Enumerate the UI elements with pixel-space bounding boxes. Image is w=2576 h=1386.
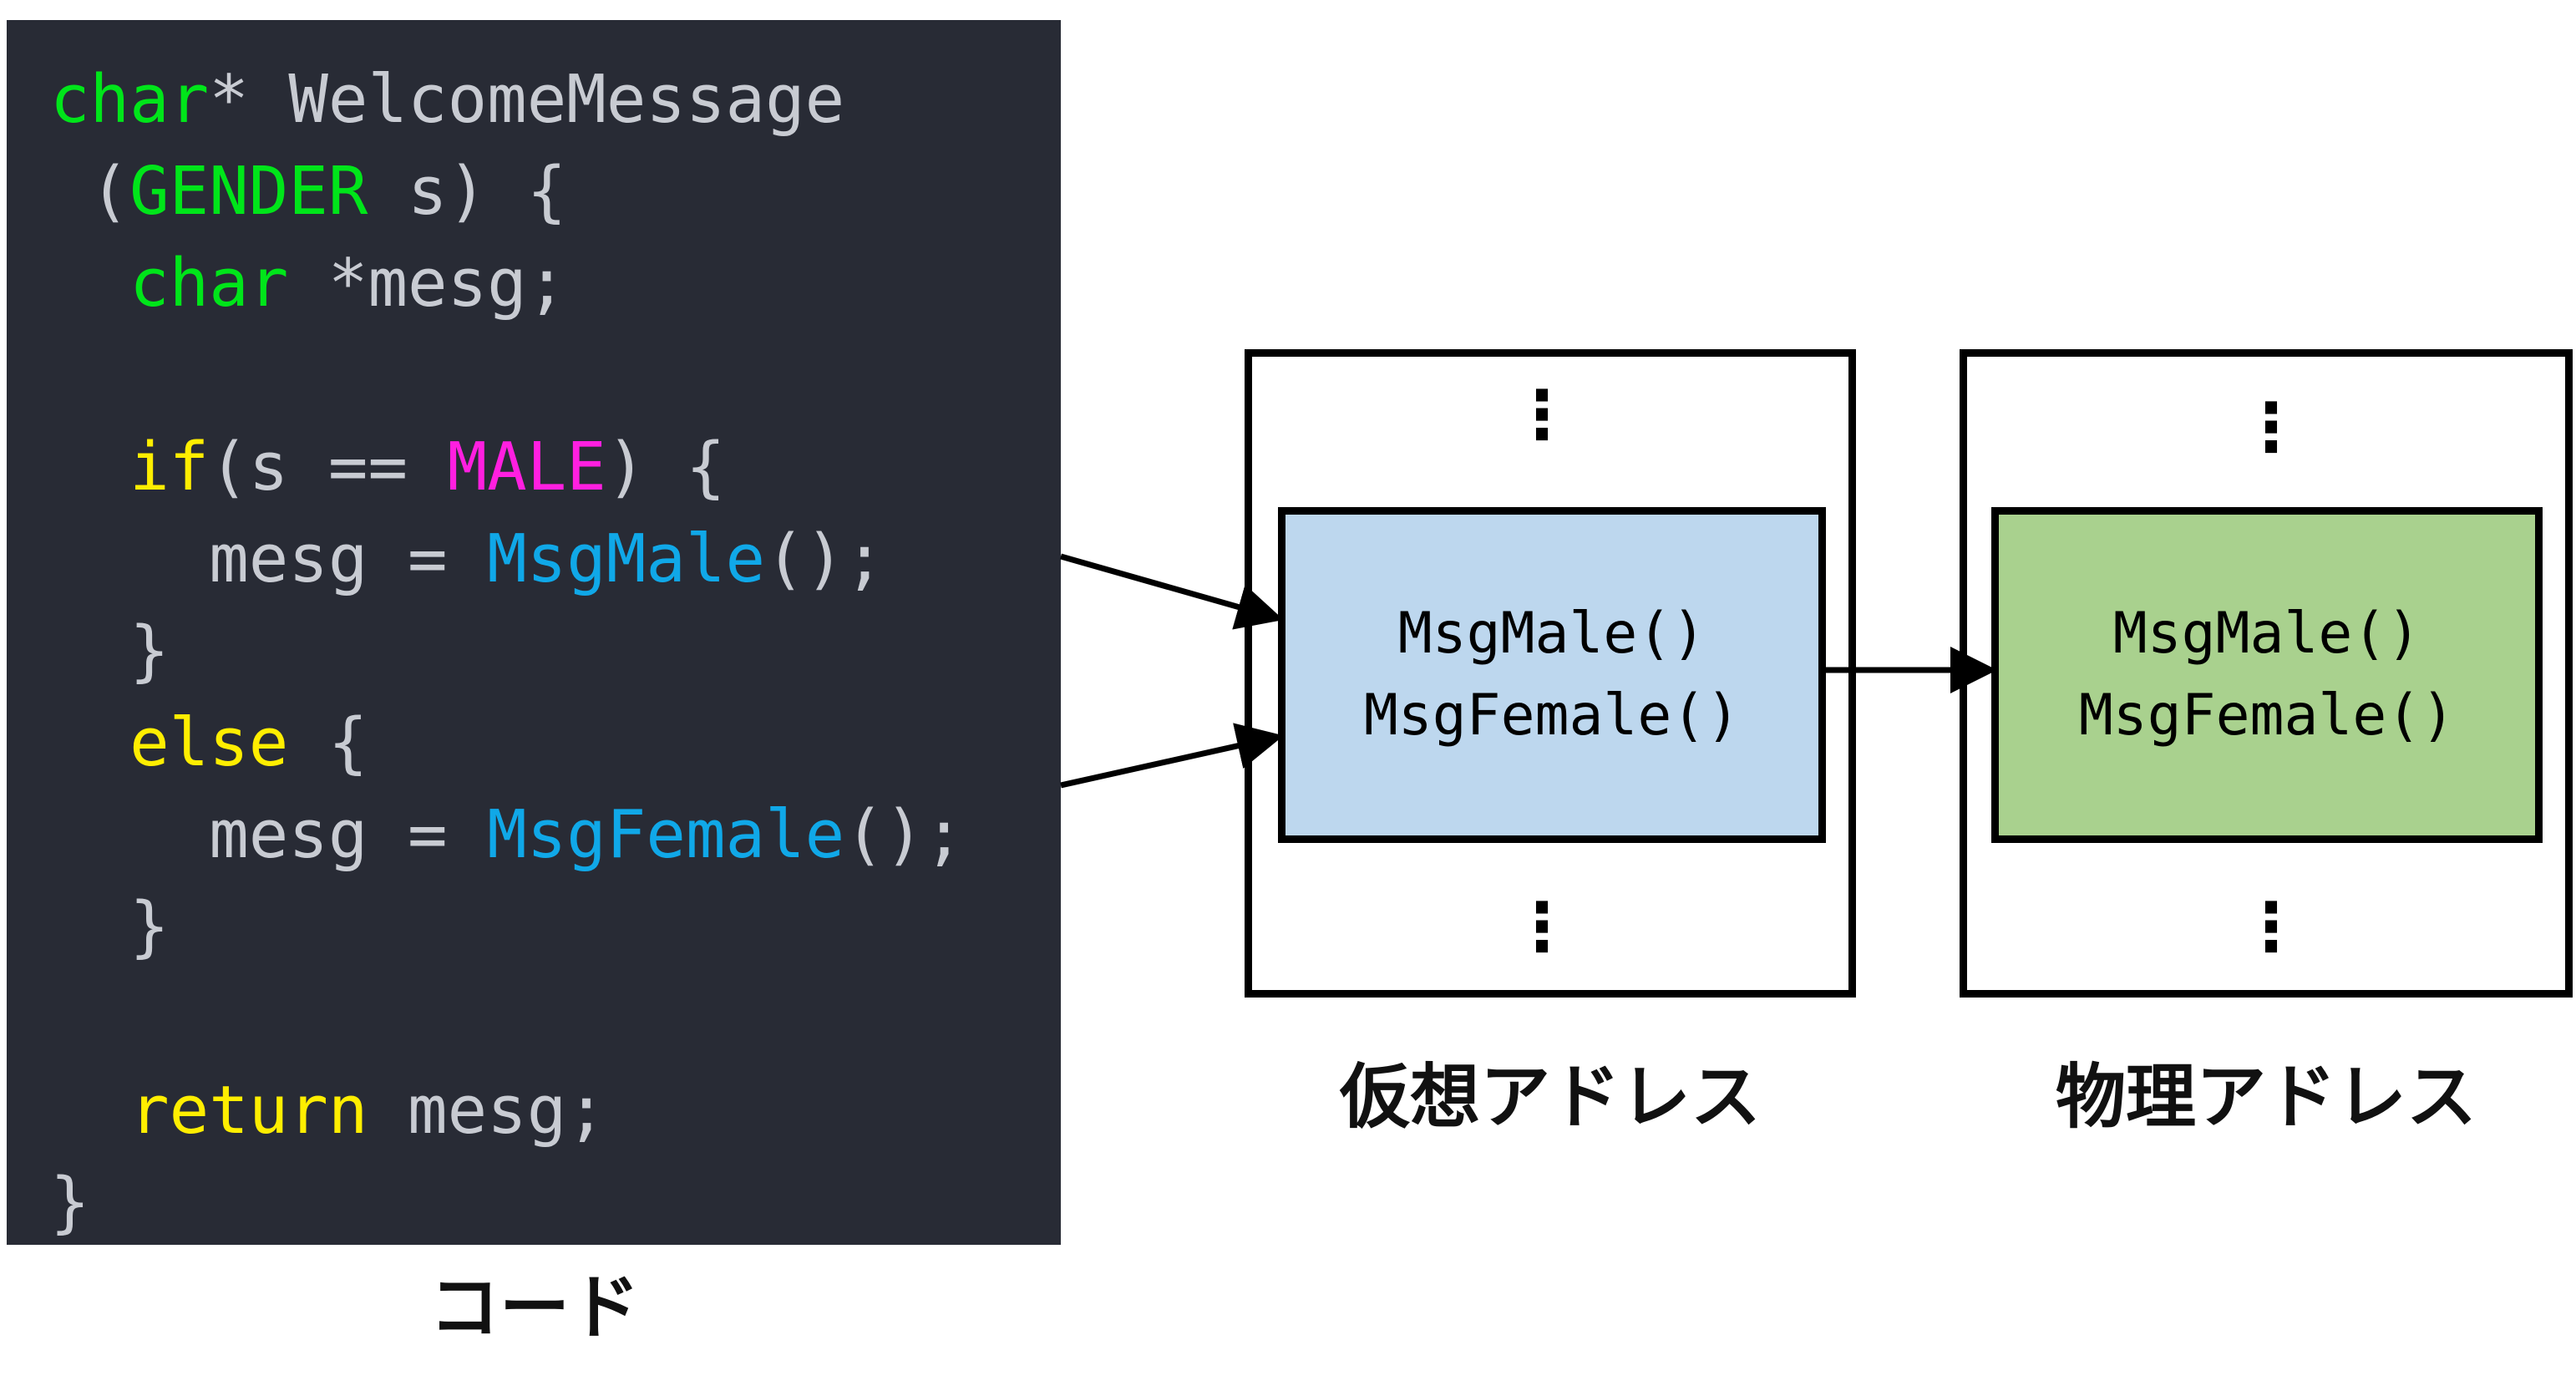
code-token: if [129, 429, 210, 505]
code-token: * WelcomeMessage [209, 61, 845, 138]
code-token: return [129, 1072, 368, 1149]
arrow-msgmale-to-virtual [1060, 553, 1284, 630]
code-line: return mesg; [50, 1064, 964, 1156]
physical-msgmale-label: MsgMale() [2112, 601, 2421, 667]
code-token: char [129, 245, 289, 322]
code-line: char* WelcomeMessage [50, 53, 964, 145]
virtual-memory-region: MsgMale() MsgFemale() [1278, 507, 1826, 843]
code-line: } [50, 1156, 964, 1248]
virtual-ellipsis-top: ⋮ [1509, 376, 1575, 454]
code-token: MsgMale [487, 520, 766, 597]
code-token: GENDER [129, 153, 368, 230]
code-token: } [50, 888, 170, 965]
code-token: mesg = [50, 796, 488, 873]
code-line: } [50, 605, 964, 697]
code-token: mesg; [368, 1072, 606, 1149]
code-token: ) { [606, 429, 726, 505]
code-token: (); [765, 520, 885, 597]
code-token: } [50, 1164, 90, 1241]
code-panel: char* WelcomeMessage (GENDER s) { char *… [7, 20, 1061, 1245]
virtual-msgmale-label: MsgMale() [1397, 601, 1706, 667]
code-token: char [50, 61, 210, 138]
code-token: MsgFemale [487, 796, 845, 873]
physical-address-caption: 物理アドレス [2055, 1056, 2477, 1138]
code-token: *mesg; [288, 245, 567, 322]
code-token: else [129, 704, 289, 781]
code-line: mesg = MsgMale(); [50, 513, 964, 605]
code-token: { [288, 704, 368, 781]
code-line: char *mesg; [50, 237, 964, 329]
physical-ellipsis-bottom: ⋮ [2238, 888, 2305, 966]
arrow-msgfemale-to-virtual [1060, 723, 1284, 789]
code-block: char* WelcomeMessage (GENDER s) { char *… [50, 53, 964, 1248]
virtual-address-caption: 仮想アドレス [1339, 1056, 1761, 1138]
code-line: (GENDER s) { [50, 145, 964, 237]
code-token: (); [844, 796, 964, 873]
code-token: ( [50, 153, 130, 230]
physical-ellipsis-top: ⋮ [2238, 388, 2305, 466]
code-line: mesg = MsgFemale(); [50, 789, 964, 881]
physical-memory-region: MsgMale() MsgFemale() [1991, 507, 2543, 843]
virtual-ellipsis-bottom: ⋮ [1509, 888, 1575, 966]
code-token: s) { [368, 153, 567, 230]
code-token: MALE [447, 429, 606, 505]
code-token: } [50, 612, 170, 689]
code-token: (s == [209, 429, 448, 505]
physical-msgfemale-label: MsgFemale() [2078, 683, 2456, 749]
virtual-msgfemale-label: MsgFemale() [1363, 683, 1741, 749]
code-line: else { [50, 697, 964, 789]
code-line: if(s == MALE) { [50, 421, 964, 513]
code-caption: コード [428, 1267, 640, 1348]
code-token: mesg = [50, 520, 488, 597]
code-line: } [50, 881, 964, 972]
